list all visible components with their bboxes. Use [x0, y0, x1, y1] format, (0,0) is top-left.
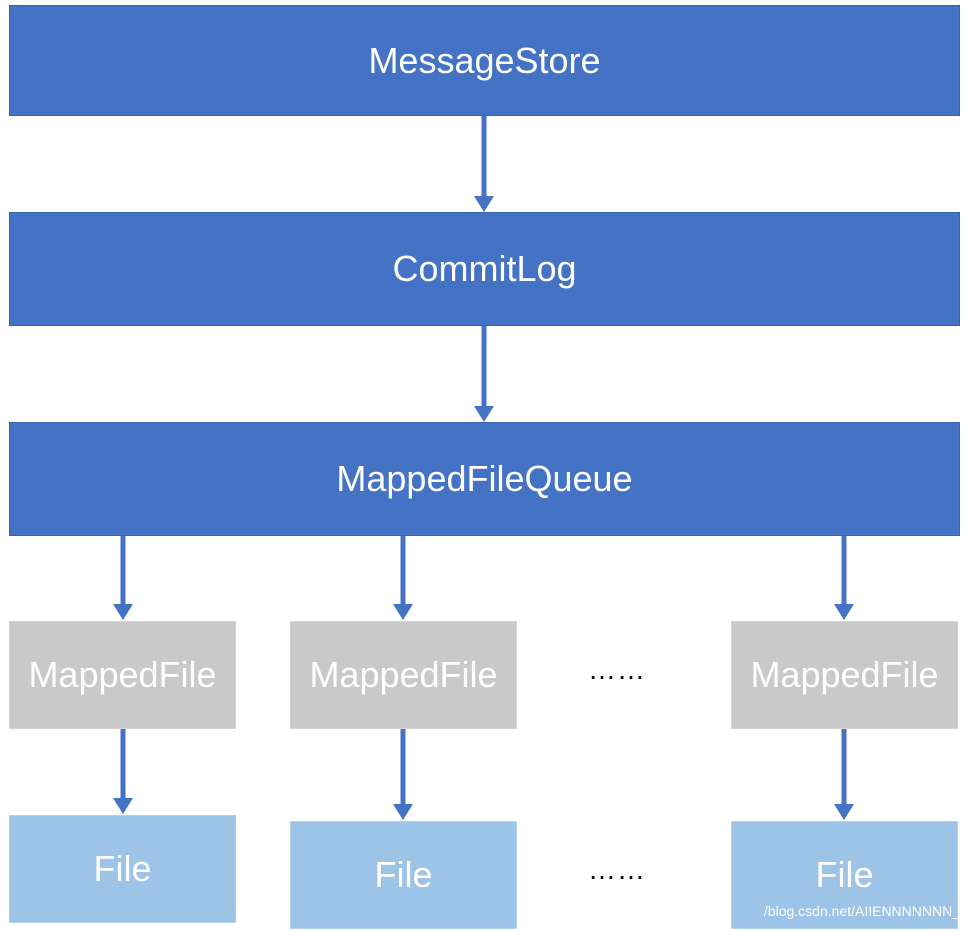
- file-label-2: File: [374, 854, 433, 895]
- arrowhead-1: [474, 196, 494, 212]
- message-store-box: MessageStore: [9, 5, 960, 116]
- mapped-file-label-3: MappedFile: [750, 654, 939, 695]
- arrowhead-2: [474, 406, 494, 422]
- file-label-1: File: [93, 848, 152, 889]
- arrowhead-3: [113, 604, 133, 620]
- arrowhead-7: [393, 804, 413, 820]
- mapped-file-queue-box: MappedFileQueue: [9, 422, 960, 536]
- arrowhead-4: [393, 604, 413, 620]
- file-box-3: File: [731, 821, 958, 929]
- mapped-file-label-2: MappedFile: [309, 654, 498, 695]
- file-box-2: File: [290, 821, 517, 929]
- mapped-file-label-1: MappedFile: [28, 654, 217, 695]
- arrowhead-8: [834, 804, 854, 820]
- mapped-file-box-3: MappedFile: [731, 621, 958, 729]
- file-label-3: File: [815, 854, 874, 895]
- mapped-file-box-2: MappedFile: [290, 621, 517, 729]
- arrowhead-6: [113, 798, 133, 814]
- ellipsis-files: ……: [588, 854, 646, 885]
- arrowhead-5: [834, 604, 854, 620]
- message-store-label: MessageStore: [368, 39, 601, 81]
- commit-log-box: CommitLog: [9, 212, 960, 326]
- file-box-1: File: [9, 815, 236, 923]
- mapped-file-box-1: MappedFile: [9, 621, 236, 729]
- watermark-text: /blog.csdn.net/AIIENNNNNNN_: [763, 903, 960, 919]
- ellipsis-mapped-files: ……: [588, 654, 646, 685]
- commit-log-label: CommitLog: [392, 248, 577, 289]
- mapped-file-queue-label: MappedFileQueue: [336, 458, 633, 499]
